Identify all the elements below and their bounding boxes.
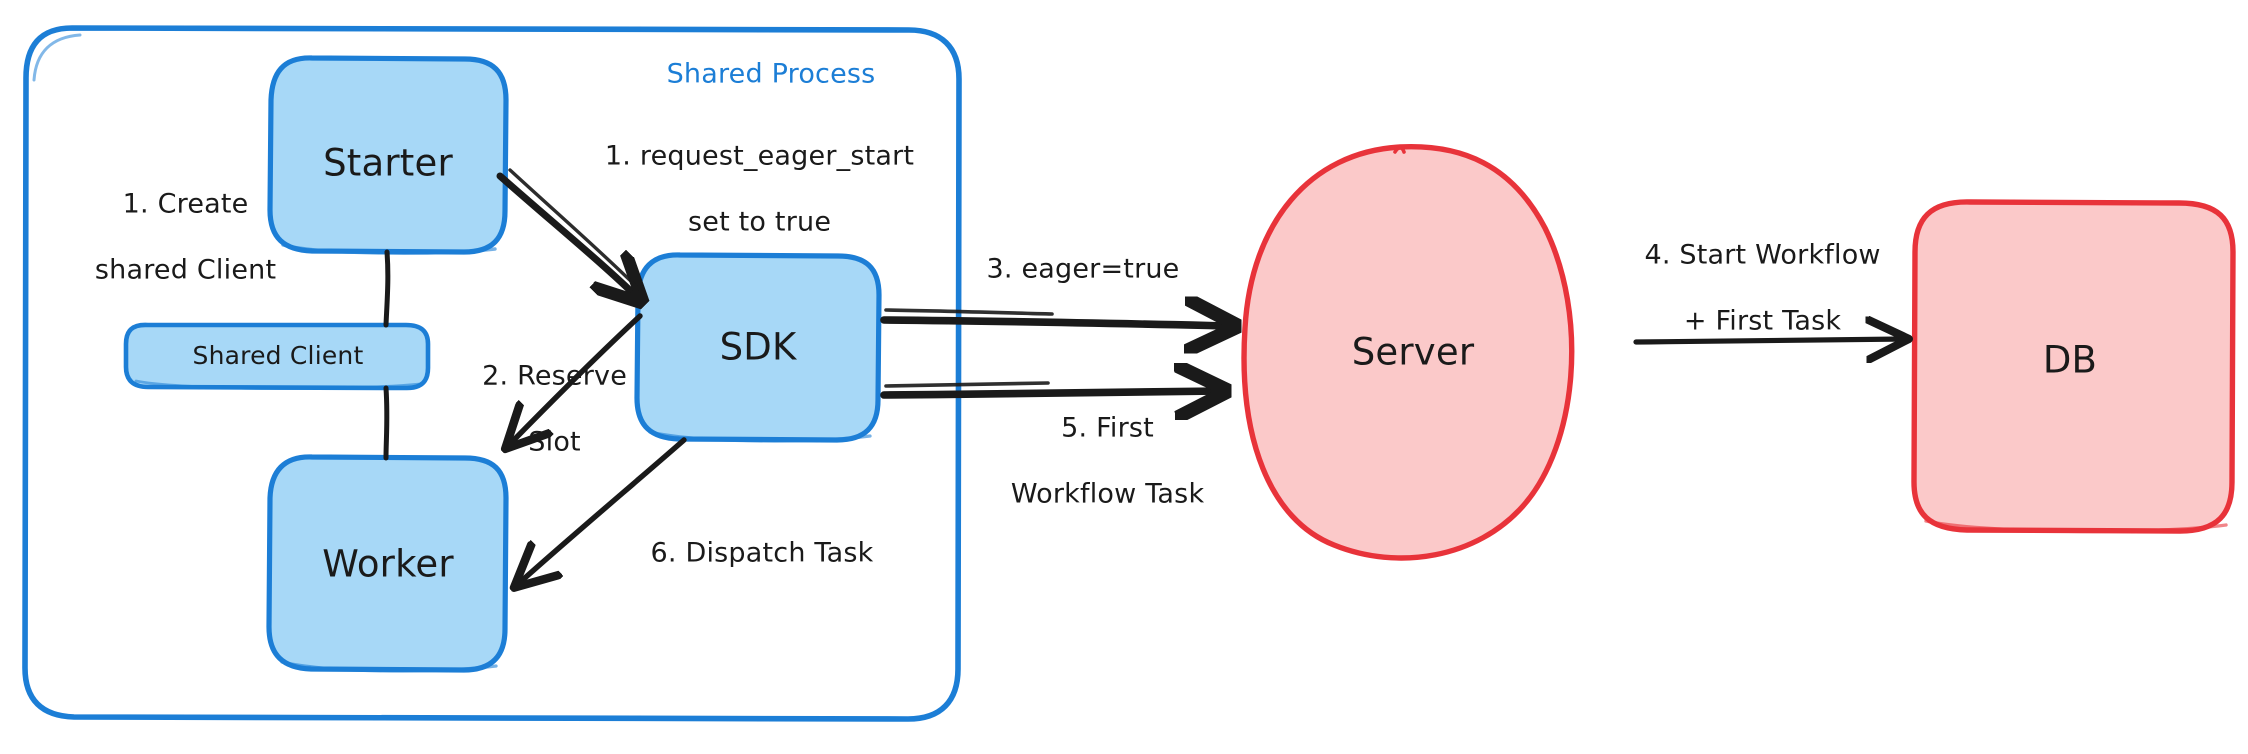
edge-starter-sdk [496, 168, 643, 299]
edge-starter-shared-client [383, 249, 391, 328]
edge-sdk-server-eager [880, 310, 1232, 326]
edge-sdk-worker-reserve [508, 313, 643, 446]
node-sdk-shape [634, 252, 882, 443]
node-shared-client-shape [123, 322, 431, 391]
edge-server-db [1633, 339, 1905, 342]
shared-process-group [22, 25, 962, 722]
node-server-shape [1241, 144, 1575, 561]
node-db-shape [1911, 199, 2236, 534]
node-starter-shape [267, 55, 509, 255]
edge-shared-client-worker [383, 385, 390, 461]
edge-sdk-worker-dispatch [517, 437, 687, 585]
node-worker-shape [266, 454, 509, 673]
edge-sdk-server-first-task [880, 383, 1222, 395]
